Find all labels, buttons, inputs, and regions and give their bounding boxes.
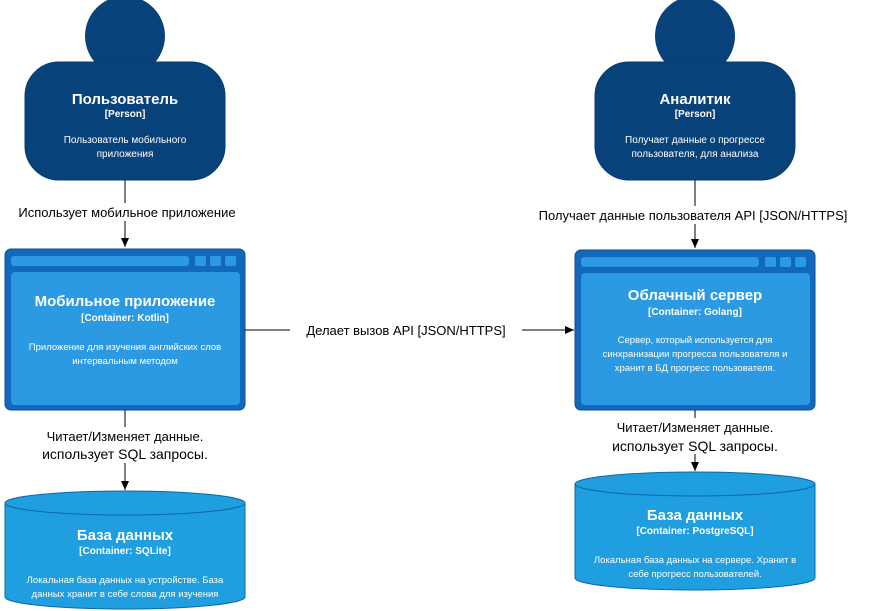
database-server[interactable]: База данных [Container: PostgreSQL] Лока… (574, 471, 816, 591)
edge-server-to-db: Читает/Изменяет данные. использует SQL з… (598, 410, 794, 471)
person-user[interactable]: Пользователь [Person] Пользователь мобил… (24, 0, 226, 181)
person-analyst-desc-1: Получает данные о прогрессе (625, 135, 765, 146)
edge-app-to-db-label-1: Читает/Изменяет данные. (47, 429, 204, 444)
person-analyst[interactable]: Аналитик [Person] Получает данные о прог… (594, 0, 796, 181)
edge-app-to-server: Делает вызов API [JSON/HTTPS] (245, 321, 574, 339)
database-top (4, 490, 246, 516)
cloud-server-desc-2: синхранизации прогресса пользователя и (603, 349, 788, 360)
edge-user-to-app: Использует мобильное приложение (0, 180, 252, 247)
window-button (765, 257, 776, 267)
local-db-desc-1: Локальная база данных на устройстве. Баз… (27, 575, 224, 586)
local-db-type: [Container: SQLite] (79, 546, 171, 557)
edge-analyst-to-server-label: Получает данные пользователя API [JSON/H… (539, 208, 848, 223)
edge-server-to-db-label-1: Читает/Изменяет данные. (617, 420, 774, 435)
mobile-app-desc-1: Приложение для изучения английских слов (29, 342, 221, 353)
person-user-desc-1: Пользователь мобильного (64, 134, 187, 146)
edge-app-to-db: Читает/Изменяет данные. использует SQL з… (22, 410, 228, 490)
cloud-server-title: Облачный сервер (628, 287, 762, 304)
mobile-app-desc-2: интервальным методом (72, 356, 178, 367)
person-user-desc-2: приложения (97, 149, 154, 160)
person-analyst-title: Аналитик (659, 91, 731, 108)
window-titlebar (11, 256, 189, 266)
person-body (594, 61, 796, 181)
container-inner (11, 272, 240, 405)
cloud-server-desc-3: хранит в БД прогресс пользователя. (615, 363, 776, 374)
person-analyst-desc-2: пользователя, для анализа (632, 149, 759, 160)
window-titlebar (581, 257, 759, 267)
window-button (195, 256, 206, 266)
server-db-desc-2: себе прогресс пользователей. (628, 569, 761, 580)
window-button (780, 257, 791, 267)
window-button (225, 256, 236, 266)
database-cylinder-icon (574, 483, 816, 591)
person-user-type: [Person] (105, 109, 146, 120)
server-db-desc-1: Локальная база данных на сервере. Хранит… (594, 555, 796, 566)
edge-analyst-to-server: Получает данные пользователя API [JSON/H… (513, 180, 871, 248)
edge-server-to-db-label-2: использует SQL запросы. (612, 438, 778, 454)
local-db-desc-2: данных хранит в себе слова для изучения (32, 589, 219, 600)
window-button (795, 257, 806, 267)
person-body (24, 61, 226, 181)
person-analyst-type: [Person] (675, 109, 716, 120)
edge-user-to-app-label: Использует мобильное приложение (18, 205, 235, 220)
edge-app-to-db-label-2: использует SQL запросы. (42, 446, 208, 462)
database-cylinder-icon (4, 502, 246, 610)
mobile-app-type: [Container: Kotlin] (81, 313, 169, 324)
person-head-icon (85, 0, 165, 76)
container-mobile-app[interactable]: Мобильное приложение [Container: Kotlin]… (4, 248, 246, 411)
container-inner (581, 273, 810, 405)
mobile-app-title: Мобильное приложение (35, 293, 216, 310)
server-db-title: База данных (647, 507, 744, 524)
person-head-icon (655, 0, 735, 76)
person-user-title: Пользователь (72, 91, 178, 108)
cloud-server-type: [Container: Golang] (648, 307, 742, 318)
database-local[interactable]: База данных [Container: SQLite] Локальна… (4, 490, 246, 610)
cloud-server-desc-1: Сервер, который используется для (618, 335, 773, 346)
edge-app-to-server-label: Делает вызов API [JSON/HTTPS] (306, 323, 505, 338)
local-db-title: База данных (77, 527, 174, 544)
window-button (210, 256, 221, 266)
server-db-type: [Container: PostgreSQL] (636, 526, 753, 537)
database-top (574, 471, 816, 497)
container-cloud-server[interactable]: Облачный сервер [Container: Golang] Серв… (574, 249, 816, 411)
